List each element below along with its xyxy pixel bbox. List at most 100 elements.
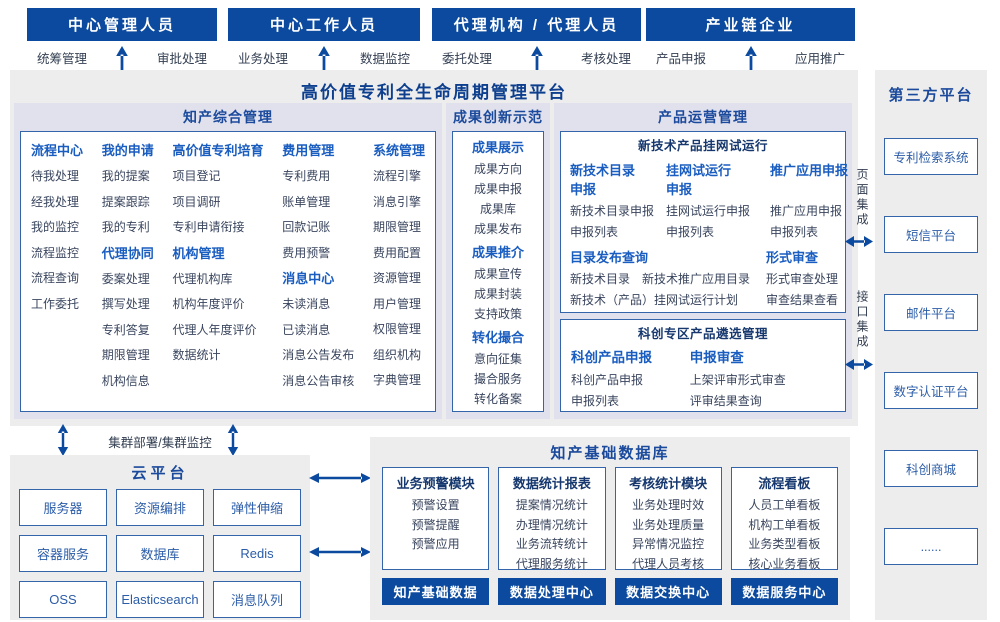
data-module-header: 考核统计模块 bbox=[629, 476, 708, 491]
menu-item: 专利答复 bbox=[101, 322, 150, 337]
cloud-service: 资源编排 bbox=[116, 489, 204, 526]
menu-item: 委案处理 bbox=[101, 271, 150, 286]
section-title: 成果创新示范 bbox=[453, 109, 543, 125]
menu-item: 成果发布 bbox=[473, 222, 522, 236]
module-group-header: 费用管理 bbox=[282, 143, 335, 158]
cloud-service: Redis bbox=[213, 535, 301, 572]
menu-item: 用户管理 bbox=[372, 296, 421, 311]
actor-title: 代理机构 / 代理人员 bbox=[432, 8, 641, 41]
module-column: 费用管理 专利费用账单管理回款记账费用预警 消息中心 未读消息已读消息消息公告发… bbox=[282, 138, 354, 405]
third-party-system: 短信平台 bbox=[884, 216, 978, 253]
data-module-badge: 数据处理中心 bbox=[498, 578, 606, 605]
module-group-items: 专利费用账单管理回款记账费用预警 bbox=[282, 164, 354, 266]
module-group-items: 形式审查处理审查结果查看 bbox=[766, 269, 838, 310]
actor-role-label: 业务处理 bbox=[238, 52, 289, 66]
third-party-system: ...... bbox=[884, 528, 978, 565]
module-group-items: 挂网试运行申报申报列表 bbox=[666, 201, 766, 242]
data-module-items: 业务处理时效业务处理质量异常情况监控代理人员考核 bbox=[616, 496, 721, 574]
trial-run-box: 新技术产品挂网试运行 新技术目录申报 新技术目录申报申报列表 挂网试运行申报 挂… bbox=[560, 131, 849, 313]
module-group-items: 项目登记项目调研专利申请衔接 bbox=[172, 164, 263, 241]
data-module-box: 流程看板 人员工单看板机构工单看板业务类型看板核心业务看板 bbox=[730, 467, 838, 571]
module-group-items: 新技术目录新技术推广应用目录新技术（产品）挂网试运行计划 bbox=[570, 269, 762, 310]
menu-item: 消息公告发布 bbox=[282, 348, 355, 362]
module-group-items: 我的提案提案跟踪我的专利 bbox=[102, 164, 154, 241]
double-arrow-horizontal-icon bbox=[845, 236, 873, 247]
data-platform-title: 知产基础数据库 bbox=[550, 445, 670, 462]
double-arrow-horizontal-icon bbox=[309, 547, 371, 557]
menu-item: 成果宣传 bbox=[473, 267, 522, 281]
menu-item: 申报列表 bbox=[666, 224, 715, 239]
menu-item: 代理机构库 bbox=[172, 271, 233, 286]
module-group-header: 代理协同 bbox=[101, 245, 154, 261]
actor-title: 中心工作人员 bbox=[228, 8, 420, 41]
module-group-items: 意向征集撮合服务转化备案 bbox=[453, 349, 543, 409]
menu-item: 数据统计 bbox=[172, 348, 221, 362]
module-group-header: 高价值专利培育 bbox=[172, 143, 264, 158]
section-ip-management: 知产综合管理 流程中心 待我处理经我处理我的监控流程监控流程查询工作委托 我的申… bbox=[14, 103, 442, 419]
actor-group-enterprises: 产业链企业 产品申报 应用推广 bbox=[646, 8, 855, 82]
actor-roles: 产品申报 应用推广 bbox=[646, 41, 855, 67]
selection-title: 科创专区产品遴选管理 bbox=[637, 327, 768, 341]
menu-item: 期限管理 bbox=[101, 348, 150, 362]
double-arrow-vertical-icon bbox=[227, 424, 239, 456]
module-group-header: 机构管理 bbox=[172, 245, 225, 261]
platform-container: 高价值专利全生命周期管理平台 知产综合管理 流程中心 待我处理经我处理我的监控流… bbox=[10, 70, 858, 426]
module-group-items: 委案处理撰写处理专利答复期限管理机构信息 bbox=[102, 267, 154, 395]
menu-item: 提案跟踪 bbox=[101, 194, 150, 209]
actor-role-label: 产品申报 bbox=[656, 52, 707, 66]
module-group-items: 成果方向成果申报成果库成果发布 bbox=[453, 159, 543, 239]
actor-group-center-staff: 中心工作人员 业务处理 数据监控 bbox=[228, 8, 420, 82]
menu-item: 已读消息 bbox=[282, 322, 331, 337]
cloud-service: 消息队列 bbox=[213, 581, 301, 618]
page-integration-label: 页面集成 bbox=[855, 168, 869, 228]
menu-item: 核心业务看板 bbox=[748, 556, 821, 571]
data-module-header: 数据统计报表 bbox=[512, 476, 591, 491]
actor-role-label: 委托处理 bbox=[442, 52, 493, 66]
menu-item: 机构工单看板 bbox=[748, 517, 821, 532]
module-column: 高价值专利培育 项目登记项目调研专利申请衔接 机构管理 代理机构库机构年度评价代… bbox=[172, 138, 263, 405]
module-group-header: 成果展示 bbox=[471, 140, 524, 155]
cloud-platform-title: 云平台 bbox=[131, 465, 189, 482]
data-module-box: 数据统计报表 提案情况统计办理情况统计业务流转统计代理服务统计 bbox=[498, 467, 606, 571]
double-arrow-vertical-icon bbox=[57, 424, 69, 456]
third-party-system: 数字认证平台 bbox=[884, 372, 978, 409]
menu-item: 成果方向 bbox=[473, 162, 522, 176]
menu-item: 新技术目录 bbox=[570, 272, 631, 286]
menu-item: 成果封装 bbox=[473, 287, 522, 301]
menu-item: 组织机构 bbox=[372, 347, 421, 362]
menu-item: 机构年度评价 bbox=[172, 297, 245, 311]
actor-group-center-managers: 中心管理人员 统筹管理 审批处理 bbox=[27, 8, 217, 82]
module-group-header: 新技术目录申报 bbox=[570, 163, 636, 197]
module-group-items: 推广应用申报申报列表 bbox=[770, 201, 848, 242]
third-party-systems: 专利检索系统短信平台邮件平台数字认证平台科创商城...... bbox=[884, 138, 978, 565]
menu-item: 未读消息 bbox=[282, 297, 331, 311]
trial-column: 挂网试运行申报 挂网试运行申报申报列表 bbox=[666, 159, 766, 242]
data-module-badge: 数据服务中心 bbox=[730, 578, 838, 605]
menu-item: 人员工单看板 bbox=[748, 498, 821, 512]
module-group-header: 推广应用申报 bbox=[770, 163, 849, 178]
menu-item: 我的监控 bbox=[31, 220, 80, 234]
catalog-query-group: 目录发布查询 新技术目录新技术推广应用目录新技术（产品）挂网试运行计划 bbox=[570, 247, 766, 310]
trial-column: 新技术目录申报 新技术目录申报申报列表 bbox=[570, 159, 662, 242]
menu-item: 工作委托 bbox=[31, 296, 80, 311]
data-module: 业务预警模块 预警设置预警提醒预警应用 知产基础数据 bbox=[382, 467, 490, 605]
actor-roles: 业务处理 数据监控 bbox=[228, 41, 420, 67]
menu-item: 期限管理 bbox=[372, 220, 421, 234]
third-party-system: 专利检索系统 bbox=[884, 138, 978, 175]
cloud-service: 服务器 bbox=[19, 489, 107, 526]
module-group-items: 成果宣传成果封装支持政策 bbox=[453, 264, 543, 324]
menu-item: 我的专利 bbox=[101, 220, 150, 234]
trial-row2: 目录发布查询 新技术目录新技术推广应用目录新技术（产品）挂网试运行计划 形式审查… bbox=[561, 247, 845, 310]
cloud-service: Elasticsearch bbox=[116, 581, 204, 618]
menu-item: 业务流转统计 bbox=[515, 537, 588, 551]
actor-role-label: 审批处理 bbox=[156, 52, 207, 66]
menu-item: 转化备案 bbox=[473, 392, 522, 406]
menu-item: 预警提醒 bbox=[411, 517, 460, 532]
data-module-badge: 知产基础数据 bbox=[382, 578, 490, 605]
data-module: 考核统计模块 业务处理时效业务处理质量异常情况监控代理人员考核 数据交换中心 bbox=[614, 467, 722, 605]
menu-item: 申报列表 bbox=[770, 224, 819, 239]
actor-role-label: 应用推广 bbox=[794, 52, 845, 66]
module-column: 流程中心 待我处理经我处理我的监控流程监控流程查询工作委托 bbox=[31, 138, 83, 405]
data-module-items: 人员工单看板机构工单看板业务类型看板核心业务看板 bbox=[732, 496, 837, 574]
